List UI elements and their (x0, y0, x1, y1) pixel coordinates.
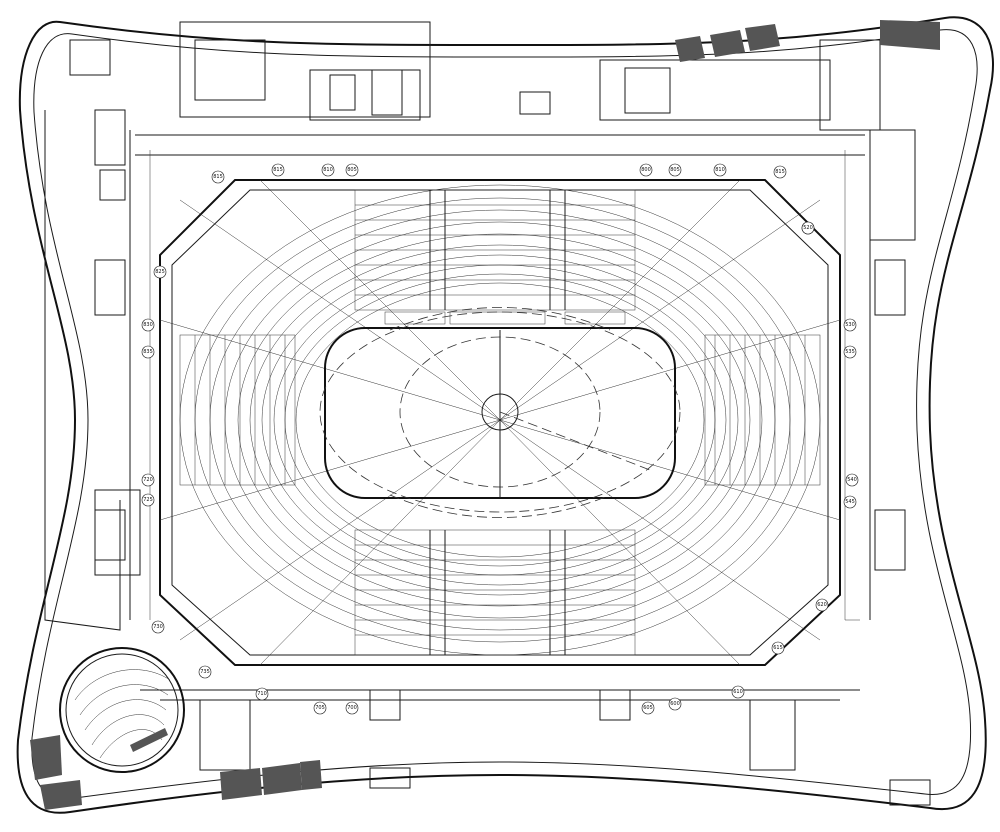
room-tag-label: 735 (200, 669, 210, 675)
room-tag-marker (801, 221, 815, 235)
radial-aisles (159, 179, 841, 666)
room-tag-label: 600 (670, 701, 680, 707)
room-tag-marker (151, 620, 165, 634)
room-tag-marker (731, 685, 745, 699)
room-tag-marker (843, 345, 857, 359)
room-tag-label: 610 (733, 689, 743, 695)
room-tag-marker (198, 665, 212, 679)
room-tag-marker (153, 265, 167, 279)
room-tag-label: 815 (775, 169, 785, 175)
room-tag-label: 730 (153, 624, 163, 630)
room-tag-label: 720 (143, 477, 153, 483)
room-tag-label: 815 (273, 167, 283, 173)
room-tags: 8158158108058008058108155205208258308355… (141, 163, 859, 715)
room-tag-label: 810 (323, 167, 333, 173)
room-tag-label: 815 (213, 174, 223, 180)
service-rooms (44, 21, 931, 806)
room-tag-label: 810 (715, 167, 725, 173)
room-tag-label: 705 (315, 705, 325, 711)
room-tag-label: 535 (845, 349, 855, 355)
room-tag-marker (668, 163, 682, 177)
room-tag-marker (771, 641, 785, 655)
room-tag-marker (815, 598, 829, 612)
room-tag-marker (141, 473, 155, 487)
stair-hatching (30, 20, 940, 810)
room-tag-label: 805 (670, 167, 680, 173)
round-auditorium (59, 647, 185, 773)
room-tag-marker (271, 163, 285, 177)
room-tag-marker (313, 701, 327, 715)
room-tag-label: 825 (155, 269, 165, 275)
room-tag-label: 710 (257, 691, 267, 697)
room-tag-marker (713, 163, 727, 177)
bench-row (384, 311, 626, 325)
room-tag-marker (843, 495, 857, 509)
seating-blocks (179, 189, 821, 656)
room-tag-marker (321, 163, 335, 177)
room-tag-marker (345, 701, 359, 715)
room-tag-marker (639, 163, 653, 177)
room-tag-marker (255, 687, 269, 701)
room-tag-marker (668, 697, 682, 711)
room-tag-marker (843, 318, 857, 332)
room-tag-marker (211, 170, 225, 184)
room-tag-label: 725 (143, 497, 153, 503)
room-tag-label: 830 (143, 322, 153, 328)
room-tag-label: 545 (845, 499, 855, 505)
room-tag-marker (141, 318, 155, 332)
room-tag-label: 700 (347, 705, 357, 711)
room-tag-marker (141, 493, 155, 507)
seating-bowl (159, 179, 841, 666)
room-tag-marker (773, 165, 787, 179)
room-tag-label: 620 (817, 602, 827, 608)
room-tag-marker (345, 163, 359, 177)
room-tag-label: 540 (847, 477, 857, 483)
room-tag-marker (141, 345, 155, 359)
building-envelope (16, 16, 994, 814)
room-tag-label: 805 (347, 167, 357, 173)
event-floor (319, 307, 681, 518)
room-tag-label: 605 (643, 705, 653, 711)
room-tag-label: 835 (143, 349, 153, 355)
room-tag-label: 520 (803, 225, 813, 231)
room-tag-label: 800 (641, 167, 651, 173)
room-tag-label: 615 (773, 645, 783, 651)
room-tag-marker (641, 701, 655, 715)
room-tag-label: 530 (845, 322, 855, 328)
room-tag-marker (845, 473, 859, 487)
